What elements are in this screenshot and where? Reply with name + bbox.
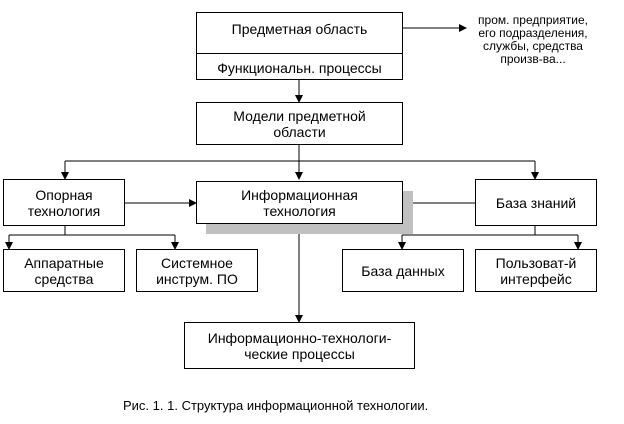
database-box: База данных — [342, 249, 464, 292]
subject-models-line2: области — [273, 123, 326, 140]
subject-area-subtitle: Функциональн. процессы — [217, 60, 382, 76]
subject-area-divider — [197, 53, 402, 54]
info-tech-line2: технология — [263, 202, 336, 219]
system-tools-box: Системное инструм. ПО — [136, 249, 258, 292]
note-line: его подразделения, — [478, 26, 588, 40]
it-processes-line1: Информационно-технологи- — [207, 329, 392, 346]
subject-models-line1: Модели предметной — [233, 107, 366, 124]
user-interface-line2: интерфейс — [500, 270, 572, 287]
info-tech-box: Информационная технология — [196, 181, 403, 224]
knowledge-base-box: База знаний — [475, 179, 597, 226]
hardware-box: Аппаратные средства — [3, 249, 125, 292]
note-line: пром. предприятие, — [478, 13, 588, 27]
hardware-line1: Аппаратные — [24, 254, 104, 271]
subject-models-box: Модели предметной области — [196, 102, 403, 145]
it-processes-line2: ческие процессы — [244, 345, 355, 362]
database-label: База данных — [361, 262, 445, 279]
system-tools-line2: инструм. ПО — [156, 270, 238, 287]
hardware-line2: средства — [34, 270, 94, 287]
subject-area-note: пром. предприятие, его подразделения, сл… — [470, 14, 596, 66]
user-interface-box: Пользоват-й интерфейс — [475, 249, 597, 292]
it-processes-box: Информационно-технологи- ческие процессы — [184, 322, 415, 369]
info-tech-line1: Информационная — [241, 186, 358, 203]
support-tech-box: Опорная технология — [3, 179, 125, 226]
note-line: службы, средства — [483, 39, 583, 53]
support-tech-line1: Опорная — [35, 186, 93, 203]
figure-caption: Рис. 1. 1. Структура информационной техн… — [123, 398, 429, 413]
system-tools-line1: Системное — [161, 254, 233, 271]
support-tech-line2: технология — [27, 202, 101, 219]
note-line: произв-ва... — [500, 52, 566, 66]
user-interface-line1: Пользоват-й — [495, 254, 577, 271]
subject-area-box: Предметная область Функциональн. процесс… — [196, 12, 403, 80]
knowledge-base-label: База знаний — [495, 194, 577, 211]
subject-area-title: Предметная область — [231, 21, 368, 37]
